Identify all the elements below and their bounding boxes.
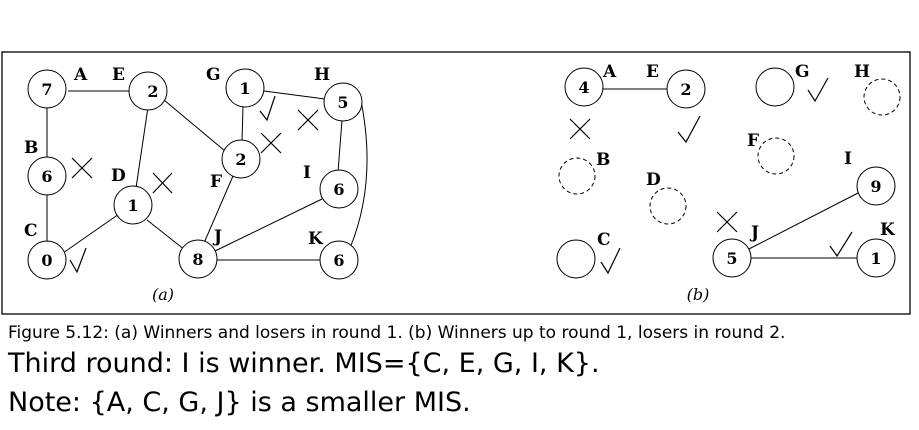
node-letter: B xyxy=(24,138,38,158)
node-value: 7 xyxy=(41,80,52,99)
node-value: 4 xyxy=(578,78,589,97)
node-letter: G xyxy=(206,65,221,85)
node-letter: D xyxy=(111,166,126,186)
node-letter: I xyxy=(303,163,311,183)
edge-h-i xyxy=(337,119,343,173)
node-letter: A xyxy=(73,65,88,85)
edge-j-i xyxy=(746,192,859,251)
node-value: 5 xyxy=(726,249,737,268)
node-value: 6 xyxy=(333,180,344,199)
check-mark-icon xyxy=(829,231,853,258)
node-value: 1 xyxy=(239,79,250,98)
node-letter: H xyxy=(314,65,330,85)
node-letter: I xyxy=(844,149,852,169)
node-h xyxy=(323,82,363,122)
panel-b-label: (b) xyxy=(687,285,710,304)
edge-d-j xyxy=(146,219,186,251)
node-letter: E xyxy=(112,65,125,85)
edge-e-d xyxy=(135,106,149,189)
cross-mark-icon xyxy=(569,118,591,140)
node-letter: J xyxy=(749,223,759,243)
node-f xyxy=(221,139,261,179)
edge-f-j xyxy=(203,175,234,244)
node-value: 1 xyxy=(127,196,138,215)
node-d xyxy=(113,185,153,225)
node-c xyxy=(556,239,596,279)
node-letter: J xyxy=(212,227,222,247)
check-mark-icon xyxy=(600,247,621,275)
panel-b-values: 4 2 9 5 1 xyxy=(578,78,881,268)
node-letter: H xyxy=(854,62,870,82)
cross-mark-icon xyxy=(152,172,173,194)
node-b xyxy=(558,157,596,195)
panel-a-label: (a) xyxy=(152,285,174,304)
check-mark-icon xyxy=(677,115,701,144)
node-i xyxy=(319,169,359,209)
figure-caption: Figure 5.12: (a) Winners and losers in r… xyxy=(8,323,786,343)
check-mark-icon xyxy=(259,95,276,122)
panel-a-letters: A E G H B D F I C J K xyxy=(24,65,330,249)
node-letter: D xyxy=(646,170,661,190)
edge-g-f xyxy=(241,105,244,143)
third-round-text: Third round: I is winner. MIS={C, E, G, … xyxy=(8,348,600,379)
edge-e-f xyxy=(163,99,226,152)
node-letter: G xyxy=(795,62,810,82)
panel-b xyxy=(556,67,901,279)
node-a xyxy=(564,67,604,107)
cross-mark-icon xyxy=(71,157,93,179)
note-text: Note: {A, C, G, J} is a smaller MIS. xyxy=(8,387,471,418)
node-value: 0 xyxy=(41,251,52,270)
node-letter: F xyxy=(210,172,222,192)
edge-h-k xyxy=(349,95,368,249)
node-letter: C xyxy=(24,221,38,241)
node-j xyxy=(178,239,218,279)
node-letter: E xyxy=(646,62,659,82)
node-h xyxy=(863,78,901,116)
node-value: 1 xyxy=(870,249,881,268)
node-letter: F xyxy=(747,131,759,151)
node-f xyxy=(757,137,795,175)
check-mark-icon xyxy=(807,77,829,103)
node-value: 8 xyxy=(192,250,203,269)
node-k xyxy=(856,238,896,278)
cross-mark-icon xyxy=(260,132,282,154)
cross-mark-icon xyxy=(297,109,319,131)
node-letter: K xyxy=(308,229,324,249)
panel-b-letters: A E G H F B D I C J K xyxy=(596,62,896,250)
node-e xyxy=(666,69,706,109)
node-d xyxy=(649,187,687,225)
node-letter: B xyxy=(596,150,610,170)
panel-b-marks xyxy=(569,77,853,275)
node-value: 2 xyxy=(680,80,691,99)
edge-g-h xyxy=(263,90,326,100)
node-letter: A xyxy=(602,62,617,82)
node-i xyxy=(856,166,896,206)
cross-mark-icon xyxy=(716,211,738,233)
panel-a xyxy=(27,68,368,280)
check-mark-icon xyxy=(69,247,87,274)
node-value: 2 xyxy=(235,150,246,169)
node-value: 6 xyxy=(333,251,344,270)
edge-d-c xyxy=(62,213,120,254)
node-a xyxy=(27,69,67,109)
node-g xyxy=(755,67,795,107)
node-letter: C xyxy=(597,230,611,250)
node-g xyxy=(225,68,265,108)
node-b xyxy=(27,156,67,196)
node-j xyxy=(712,238,752,278)
edge-i-j xyxy=(212,198,323,253)
figure-frame xyxy=(1,51,911,315)
panel-a-marks xyxy=(69,95,319,274)
mis-figure: 7 2 1 5 6 1 2 6 0 8 6 A E G H B D F I C … xyxy=(1,51,911,315)
node-value: 9 xyxy=(870,177,881,196)
node-value: 6 xyxy=(41,167,52,186)
node-value: 2 xyxy=(147,82,158,101)
node-c xyxy=(27,240,67,280)
panel-a-values: 7 2 1 5 6 1 2 6 0 8 6 xyxy=(41,79,348,270)
node-value: 5 xyxy=(337,93,348,112)
node-letter: K xyxy=(880,220,896,240)
node-e xyxy=(128,71,168,111)
node-k xyxy=(319,240,359,280)
